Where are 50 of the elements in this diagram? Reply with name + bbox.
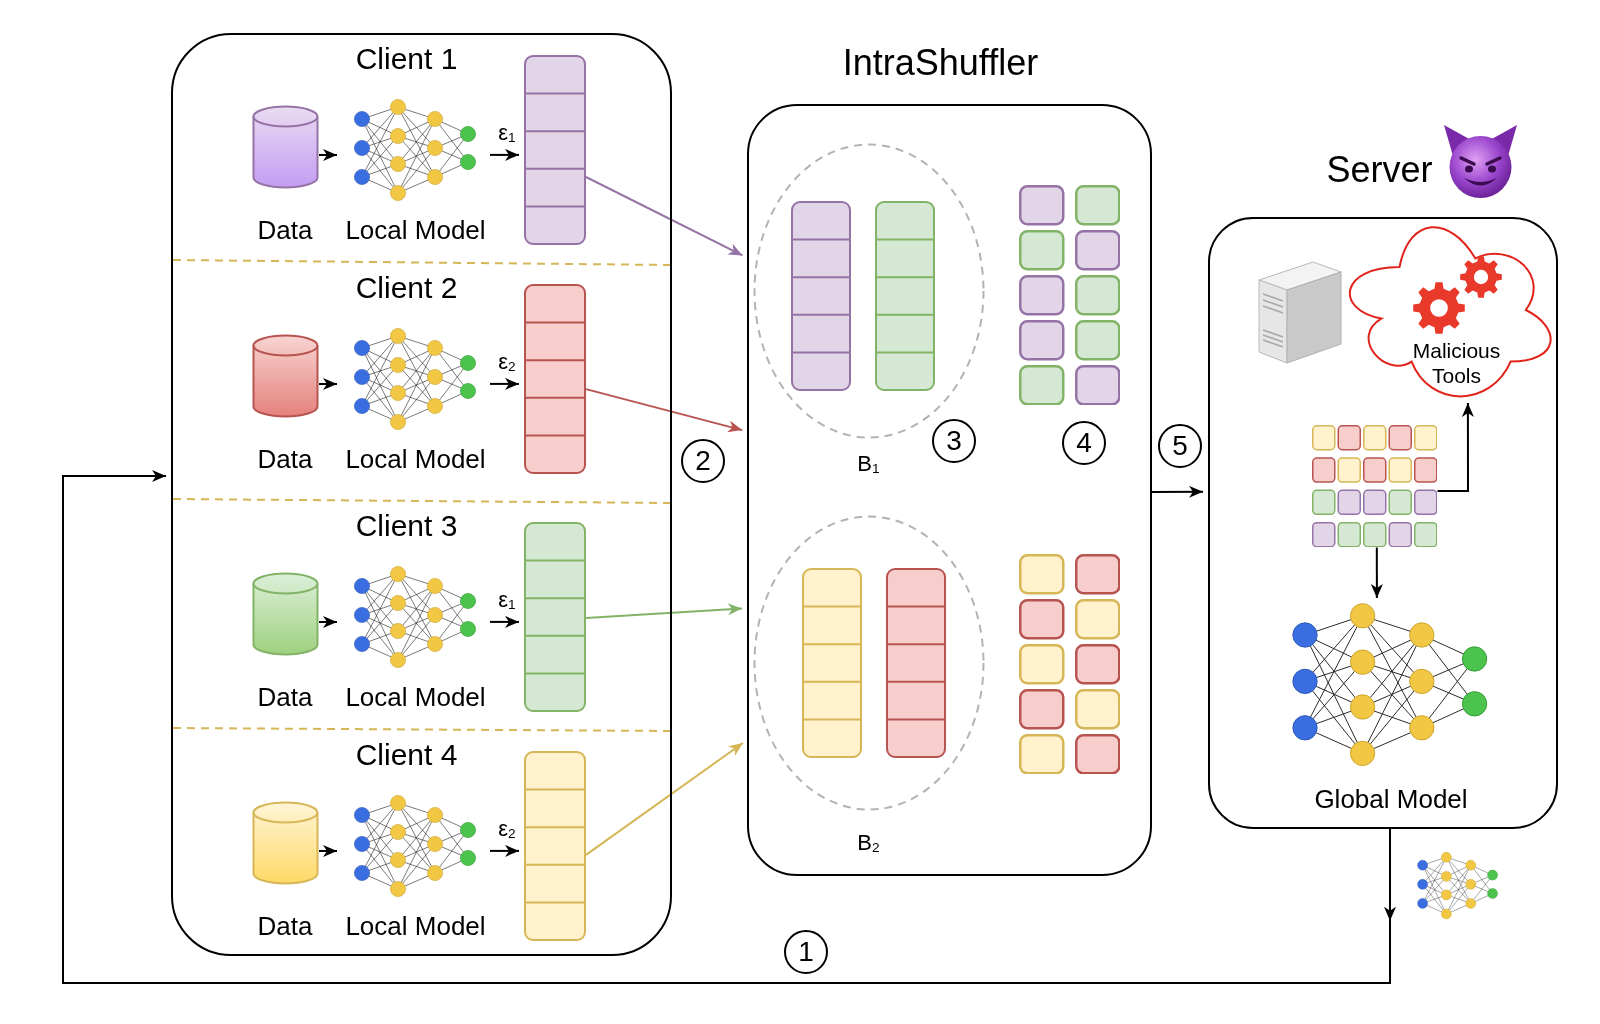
client-title: Client 1 — [355, 40, 458, 77]
arrow — [585, 176, 744, 257]
arrow — [489, 844, 520, 857]
stacked-vector — [885, 567, 946, 758]
node-label: Data — [257, 214, 313, 247]
panel-title: Server — [1326, 147, 1433, 192]
group-label: B$_{1}$ — [857, 450, 880, 477]
arrow — [1370, 546, 1383, 599]
client-title: Client 2 — [355, 269, 458, 306]
arrow — [585, 603, 743, 619]
node-label: Global Model — [1314, 783, 1468, 816]
stacked-vector — [523, 521, 586, 712]
node-label: Local Model — [345, 443, 486, 476]
arrow — [1151, 485, 1204, 498]
stacked-vector — [801, 567, 862, 758]
node-label: Local Model — [345, 214, 486, 247]
arrow — [489, 615, 520, 628]
step-number: 4 — [1062, 421, 1106, 465]
arrow — [1436, 402, 1474, 493]
client-title: Client 4 — [355, 736, 458, 773]
stacked-vector — [523, 54, 586, 245]
arrow — [489, 148, 520, 161]
panel-title: IntraShuffler — [842, 40, 1039, 85]
node-label: Local Model — [345, 910, 486, 943]
arrow — [489, 377, 520, 390]
node-label: Data — [257, 910, 313, 943]
stacked-vector — [790, 200, 851, 391]
group-label: B$_{2}$ — [857, 829, 880, 856]
client-title: Client 3 — [355, 507, 458, 544]
square-grid — [1018, 553, 1120, 774]
square-grid — [1018, 184, 1120, 405]
node-label: Local Model — [345, 681, 486, 714]
square-grid — [1311, 424, 1437, 547]
step-number: 3 — [932, 419, 976, 463]
node-label: Data — [257, 681, 313, 714]
arrow — [318, 378, 338, 390]
stacked-vector — [523, 750, 586, 941]
step-number: 2 — [681, 439, 725, 483]
arrow — [585, 742, 744, 856]
node-label: Data — [257, 443, 313, 476]
stacked-vector — [874, 200, 935, 391]
node-label: Malicious Tools — [1412, 337, 1501, 388]
arrow — [318, 149, 338, 161]
clients-panel — [171, 33, 672, 956]
arrow — [318, 845, 338, 857]
arrow — [585, 388, 744, 433]
step-number: 5 — [1158, 423, 1202, 468]
stacked-vector — [523, 283, 586, 474]
arrow — [318, 616, 338, 628]
step-number: 1 — [784, 930, 829, 974]
